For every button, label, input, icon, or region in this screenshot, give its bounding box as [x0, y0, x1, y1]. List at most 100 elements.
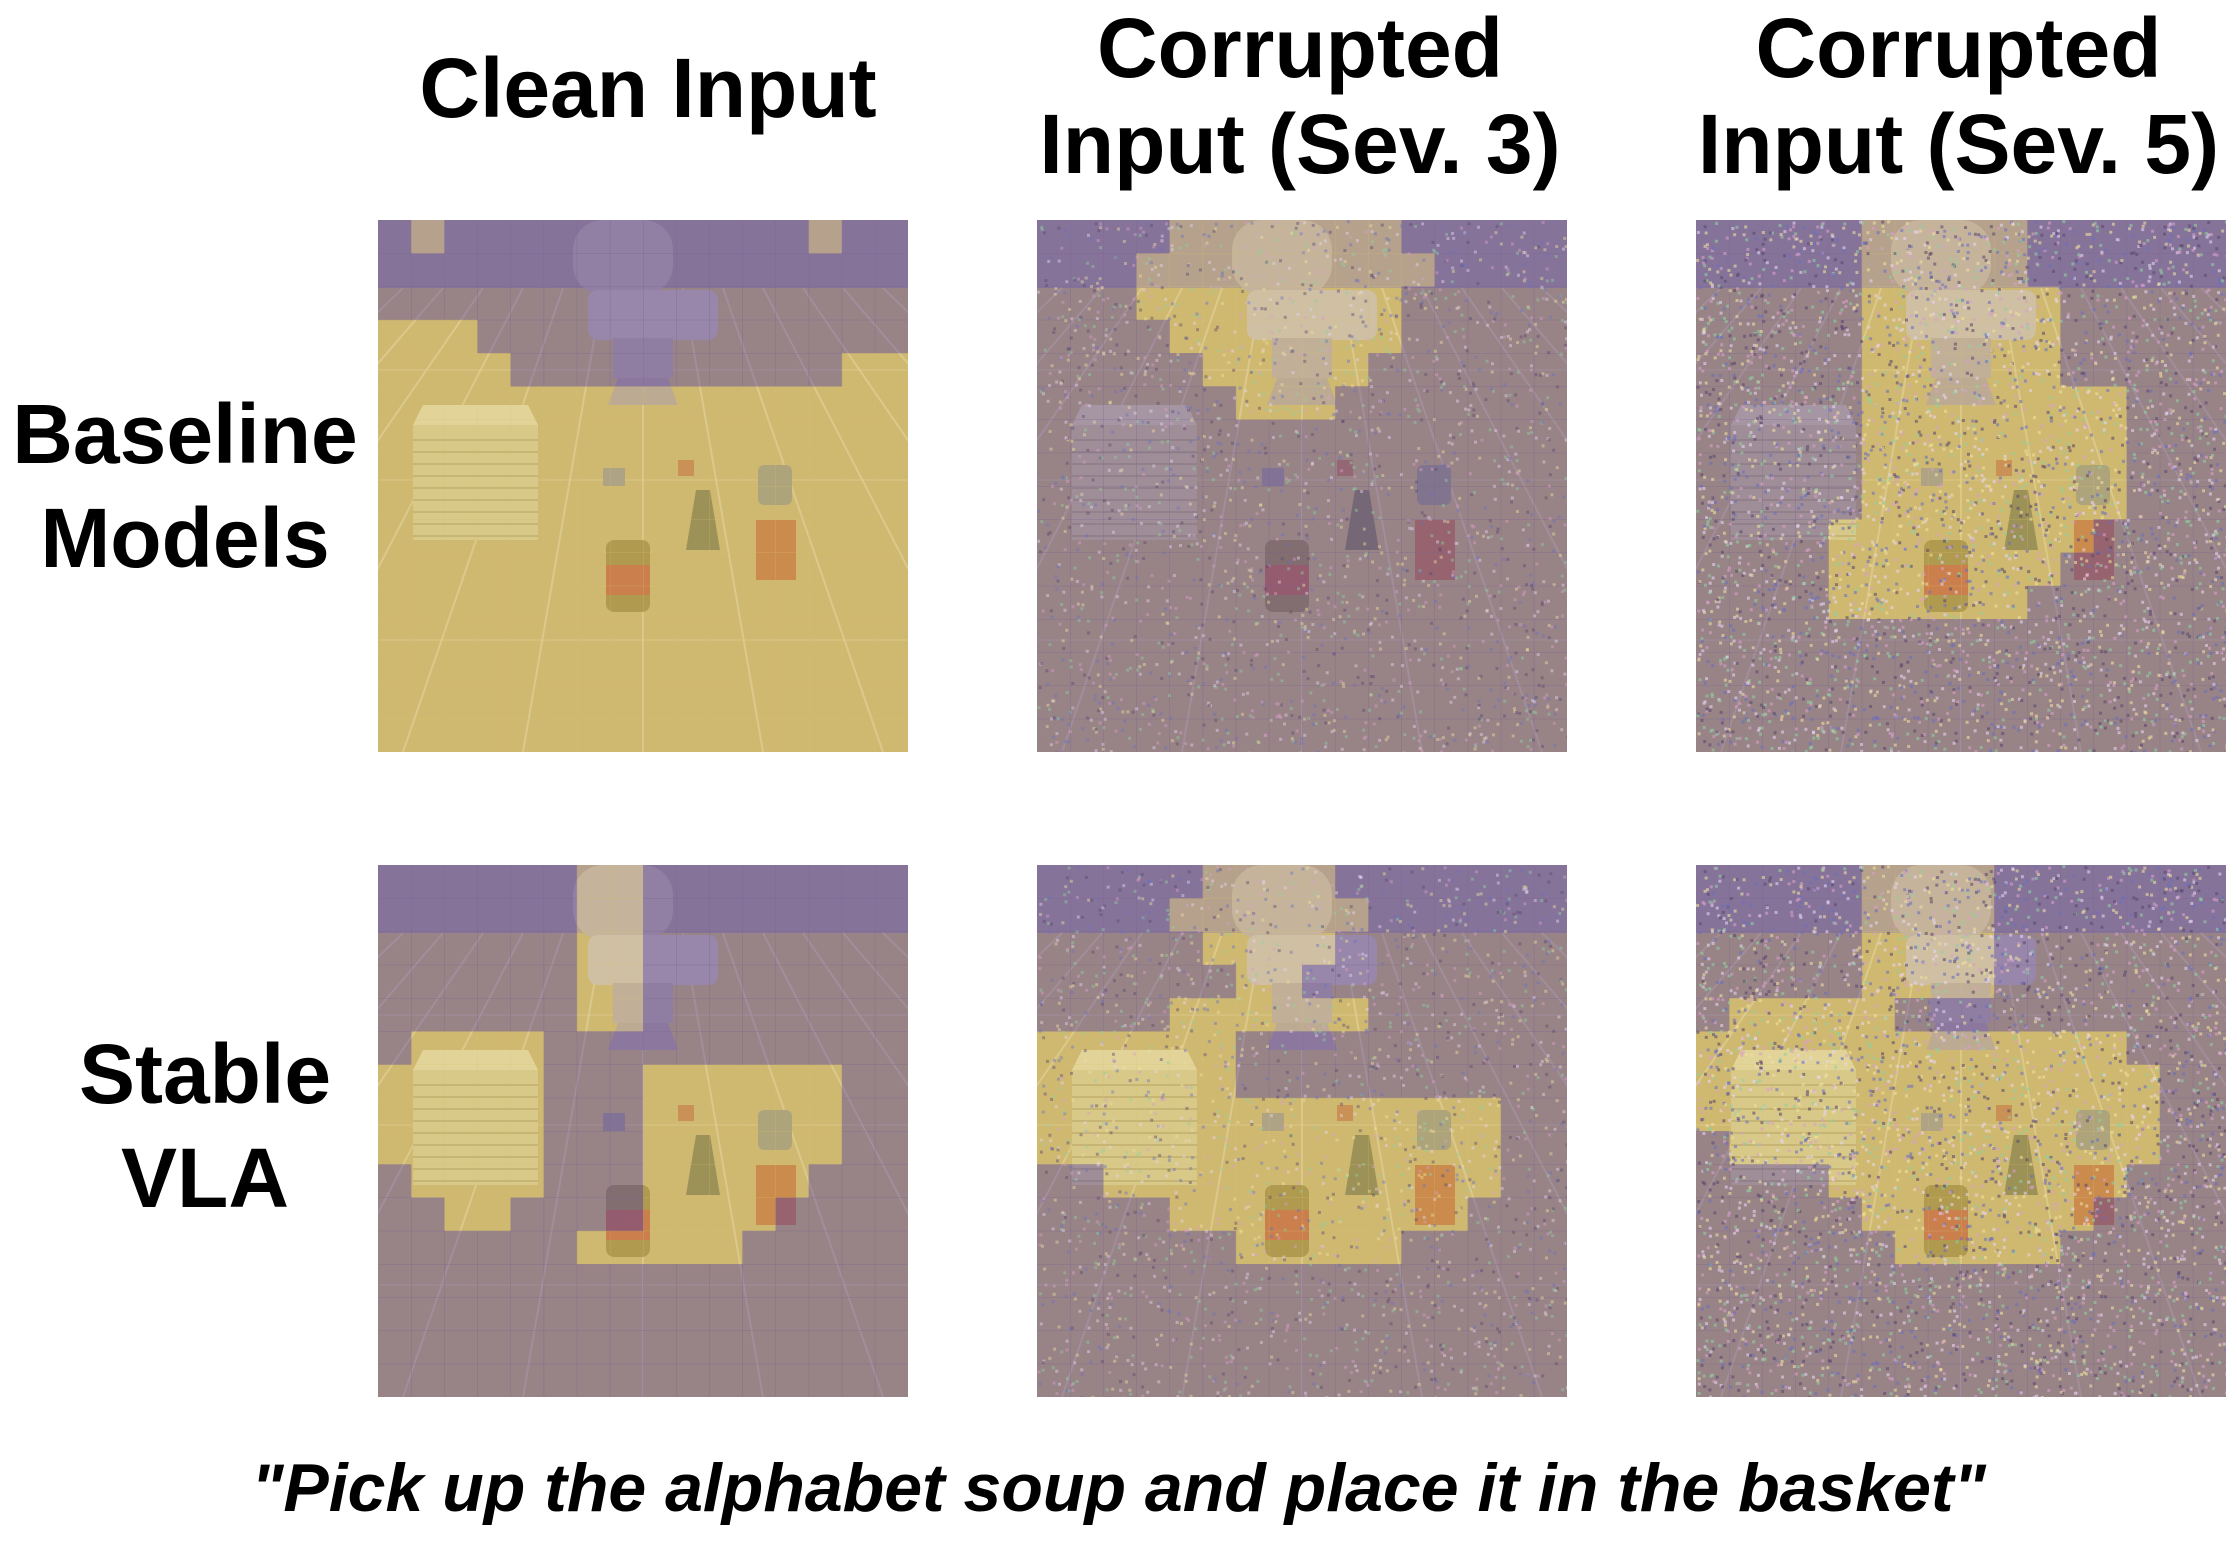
noise-pixel: [1211, 478, 1215, 482]
noise-pixel: [1791, 716, 1795, 720]
noise-pixel: [1386, 277, 1390, 281]
noise-pixel: [1097, 387, 1101, 391]
noise-pixel: [1893, 415, 1897, 419]
noise-pixel: [1277, 713, 1281, 717]
noise-pixel: [1100, 595, 1104, 599]
noise-pixel: [1369, 224, 1373, 228]
noise-pixel: [1256, 621, 1260, 625]
noise-pixel: [1847, 506, 1851, 510]
noise-pixel: [1831, 394, 1835, 398]
noise-pixel: [2148, 263, 2152, 267]
noise-pixel: [1836, 379, 1840, 383]
noise-pixel: [1783, 602, 1787, 606]
overlay-cell: [2060, 253, 2094, 287]
overlay-cell: [1103, 552, 1137, 587]
noise-pixel: [1117, 509, 1121, 513]
noise-pixel: [1484, 398, 1488, 402]
overlay-cell: [1302, 718, 1336, 752]
overlay-cell: [1994, 718, 2028, 752]
noise-pixel: [1120, 468, 1124, 472]
noise-pixel: [2167, 537, 2171, 541]
noise-pixel: [1415, 338, 1419, 342]
noise-pixel: [1548, 524, 1552, 528]
noise-pixel: [1852, 713, 1856, 717]
noise-pixel: [1111, 430, 1115, 434]
noise-pixel: [1789, 276, 1793, 280]
noise-pixel: [1897, 628, 1901, 632]
noise-pixel: [1863, 442, 1867, 446]
noise-pixel: [1345, 291, 1349, 295]
noise-pixel: [1719, 392, 1723, 396]
noise-pixel: [1233, 487, 1237, 491]
noise-pixel: [1370, 229, 1374, 233]
overlay-cell: [1729, 718, 1763, 752]
noise-pixel: [1447, 726, 1451, 730]
noise-pixel: [1472, 525, 1476, 529]
overlay-cell: [1500, 419, 1535, 454]
attention-cell: [775, 486, 810, 520]
noise-pixel: [2050, 545, 2054, 549]
noise-pixel: [1459, 667, 1463, 671]
noise-pixel: [1285, 480, 1289, 484]
noise-pixel: [1387, 486, 1391, 490]
noise-pixel: [1230, 643, 1234, 647]
noise-pixel: [1140, 656, 1144, 660]
noise-pixel: [2155, 428, 2159, 432]
noise-pixel: [1054, 287, 1058, 291]
overlay-cell: [1136, 220, 1170, 254]
noise-pixel: [1403, 578, 1407, 582]
noise-pixel: [1242, 523, 1246, 527]
noise-pixel: [1336, 591, 1340, 595]
noise-pixel: [2171, 731, 2175, 735]
noise-pixel: [2178, 316, 2182, 320]
overlay-cell: [808, 286, 843, 321]
noise-pixel: [1541, 372, 1545, 376]
noise-pixel: [1522, 340, 1526, 344]
noise-pixel: [1908, 616, 1912, 620]
noise-pixel: [1363, 668, 1367, 672]
noise-pixel: [1296, 475, 1300, 479]
noise-pixel: [1353, 389, 1357, 393]
noise-pixel: [2159, 325, 2163, 329]
noise-pixel: [1913, 729, 1917, 733]
noise-pixel: [1368, 270, 1372, 274]
noise-pixel: [1094, 730, 1098, 734]
noise-pixel: [2131, 429, 2135, 433]
noise-pixel: [1234, 668, 1238, 672]
noise-pixel: [1429, 492, 1433, 496]
overlay-cell: [742, 253, 776, 287]
noise-pixel: [1703, 259, 1707, 263]
attention-cell: [1202, 319, 1237, 354]
noise-pixel: [1037, 290, 1041, 294]
noise-pixel: [1702, 531, 1706, 535]
overlay-cell: [742, 286, 776, 321]
noise-pixel: [1551, 645, 1555, 649]
noise-pixel: [1391, 356, 1395, 360]
noise-pixel: [1457, 290, 1461, 294]
noise-pixel: [1243, 498, 1247, 502]
attention-cell: [411, 519, 445, 553]
overlay-cell: [775, 253, 810, 287]
noise-pixel: [1252, 370, 1256, 374]
noise-pixel: [1505, 646, 1509, 650]
noise-pixel: [1563, 236, 1567, 240]
noise-pixel: [1735, 315, 1739, 319]
noise-pixel: [1911, 614, 1915, 618]
noise-pixel: [1161, 529, 1165, 533]
column-header-clean: Clean Input: [419, 41, 877, 135]
noise-pixel: [1128, 736, 1132, 740]
noise-pixel: [1912, 458, 1916, 462]
overlay-cell: [742, 353, 776, 387]
attention-cell: [775, 718, 810, 752]
noise-pixel: [2139, 243, 2143, 247]
noise-pixel: [1125, 552, 1129, 556]
noise-pixel: [1784, 560, 1788, 564]
noise-pixel: [2187, 519, 2191, 523]
noise-pixel: [2080, 641, 2084, 645]
noise-pixel: [1239, 277, 1243, 281]
noise-pixel: [1364, 721, 1368, 725]
attention-cell: [444, 353, 478, 387]
noise-pixel: [1178, 246, 1182, 250]
noise-pixel: [1389, 365, 1393, 369]
attention-cell: [1368, 220, 1402, 254]
